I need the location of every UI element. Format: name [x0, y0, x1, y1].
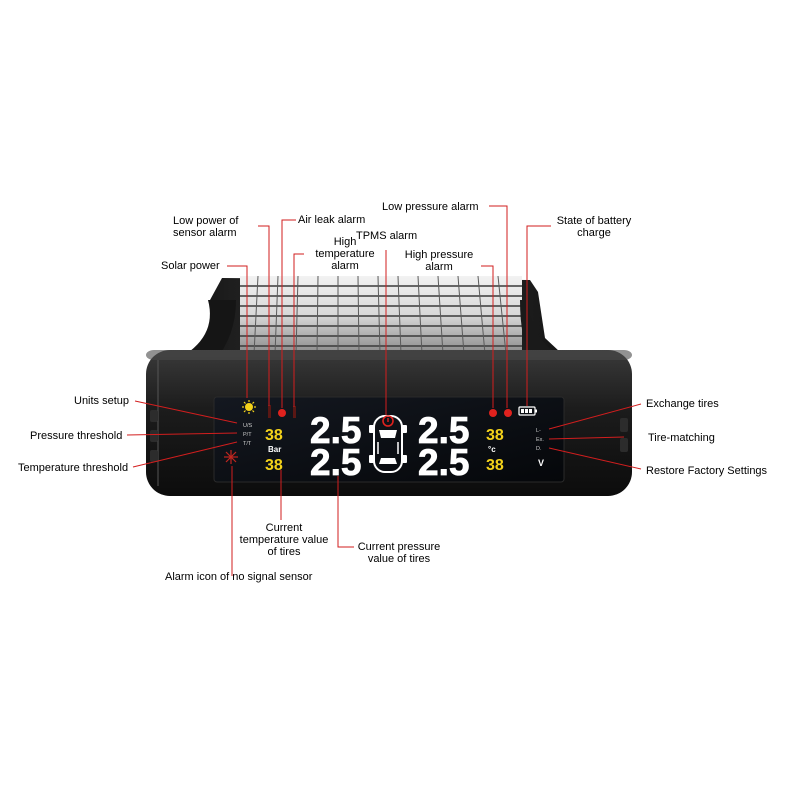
code-restore-factory: D. — [536, 446, 542, 452]
code-temperature-threshold: T/T — [243, 441, 252, 447]
pressure-front-left: 2.5 — [310, 410, 361, 451]
lcd-screen — [213, 396, 565, 483]
label-tpms: TPMS alarm — [356, 230, 417, 242]
label-units-setup: Units setup — [74, 395, 129, 407]
label-solar-power: Solar power — [161, 260, 220, 272]
label-air-leak: Air leak alarm — [298, 214, 365, 226]
label-low-pressure: Low pressure alarm — [382, 201, 479, 213]
pressure-rear-left: 2.5 — [310, 442, 361, 483]
side-button-left-2[interactable] — [150, 430, 158, 442]
code-pressure-threshold: P/T — [243, 432, 252, 438]
pressure-readouts: 2.5 2.5 2.5 2.5 — [310, 410, 470, 484]
label-exchange-tires: Exchange tires — [646, 398, 719, 410]
no-signal-icon — [224, 450, 238, 464]
solar-panel — [210, 275, 560, 362]
low-power-icon — [268, 405, 271, 418]
code-tire-matching: Ex. — [536, 437, 544, 443]
car-icon — [369, 415, 407, 473]
label-tire-matching: Tire-matching — [648, 432, 715, 444]
right-temp-bottom: 38 — [486, 457, 504, 474]
right-temp-top: 38 — [486, 427, 504, 444]
high-pressure-icon — [489, 409, 497, 417]
code-units-setup: U/S — [243, 423, 253, 429]
right-temperature-block: 38 °c 38 — [486, 409, 512, 474]
pressure-front-right: 2.5 — [418, 410, 469, 451]
leader-lines — [126, 205, 642, 576]
code-exchange-tires: L- — [536, 428, 541, 434]
low-pressure-icon — [504, 409, 512, 417]
left-temp-bottom: 38 — [265, 457, 283, 474]
stand — [176, 300, 566, 362]
left-unit-label: Bar — [268, 445, 281, 454]
pressure-rear-right: 2.5 — [418, 442, 469, 483]
side-button-right-1[interactable] — [620, 418, 628, 432]
label-pressure-threshold: Pressure threshold — [30, 430, 122, 442]
left-temperature-block: 38 Bar 38 — [265, 405, 296, 474]
battery-icon — [518, 406, 537, 416]
left-temp-top: 38 — [265, 427, 283, 444]
high-temp-icon — [293, 406, 296, 418]
left-indicator-column: U/S P/T T/T — [224, 400, 256, 464]
label-restore-factory: Restore Factory Settings — [646, 465, 768, 477]
right-indicator-column: L- Ex. D. V — [518, 406, 544, 468]
label-temperature-threshold: Temperature threshold — [18, 462, 128, 474]
side-button-right-2[interactable] — [620, 438, 628, 452]
tpms-alarm-icon — [382, 415, 394, 427]
air-leak-icon — [278, 409, 286, 417]
side-button-left-1[interactable] — [150, 410, 158, 422]
side-button-left-3[interactable] — [150, 450, 158, 462]
right-unit-label: °c — [488, 445, 496, 454]
label-no-signal: Alarm icon of no signal sensor — [165, 571, 313, 583]
volt-symbol: V — [538, 458, 544, 468]
sun-icon — [242, 400, 256, 414]
